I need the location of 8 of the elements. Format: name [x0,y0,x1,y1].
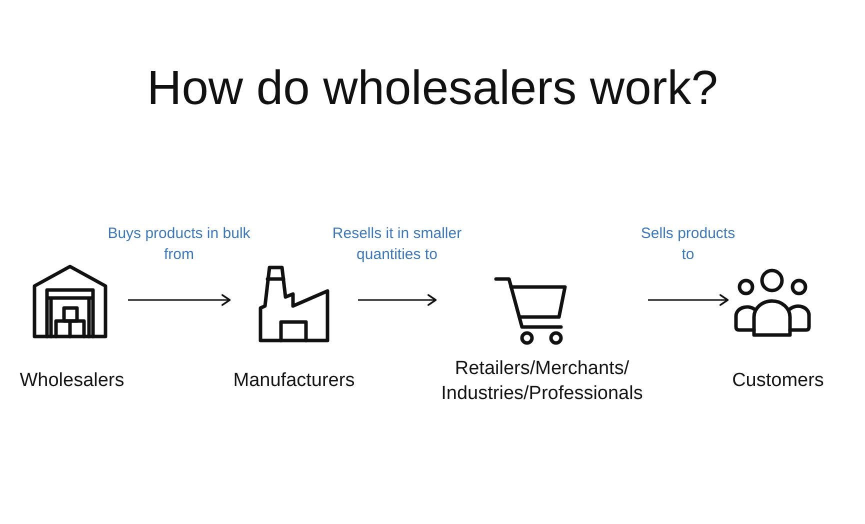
node-label: Customers [732,369,824,393]
title: How do wholesalers work? [146,61,719,117]
node-label: Retailers/Merchants/ Industries/Professionals [440,357,644,406]
node-label: Wholesalers [20,369,124,393]
arrow [128,294,231,306]
node-label: Manufacturers [233,369,355,393]
arrow [648,294,729,306]
arrow [358,294,437,306]
